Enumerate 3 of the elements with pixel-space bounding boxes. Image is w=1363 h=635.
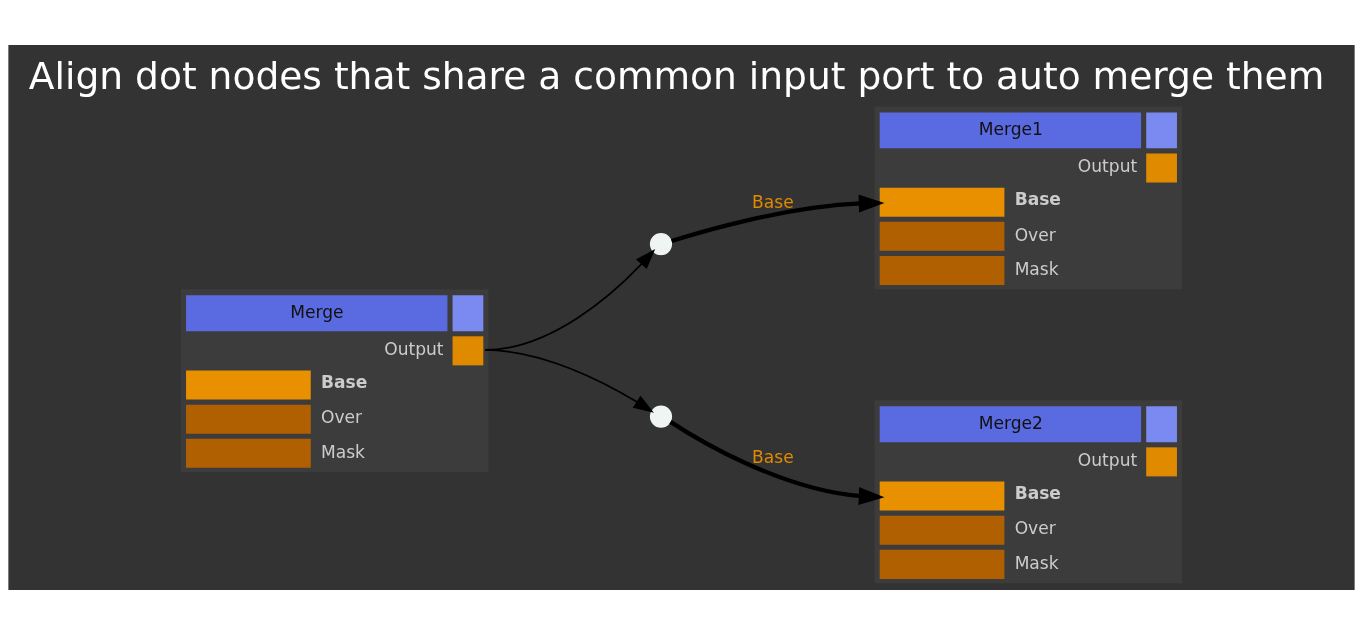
edge-label: Base	[752, 192, 794, 213]
diagram-title: Align dot nodes that share a common input port to auto merge them	[28, 53, 1325, 98]
edge-label: Base	[752, 446, 794, 467]
